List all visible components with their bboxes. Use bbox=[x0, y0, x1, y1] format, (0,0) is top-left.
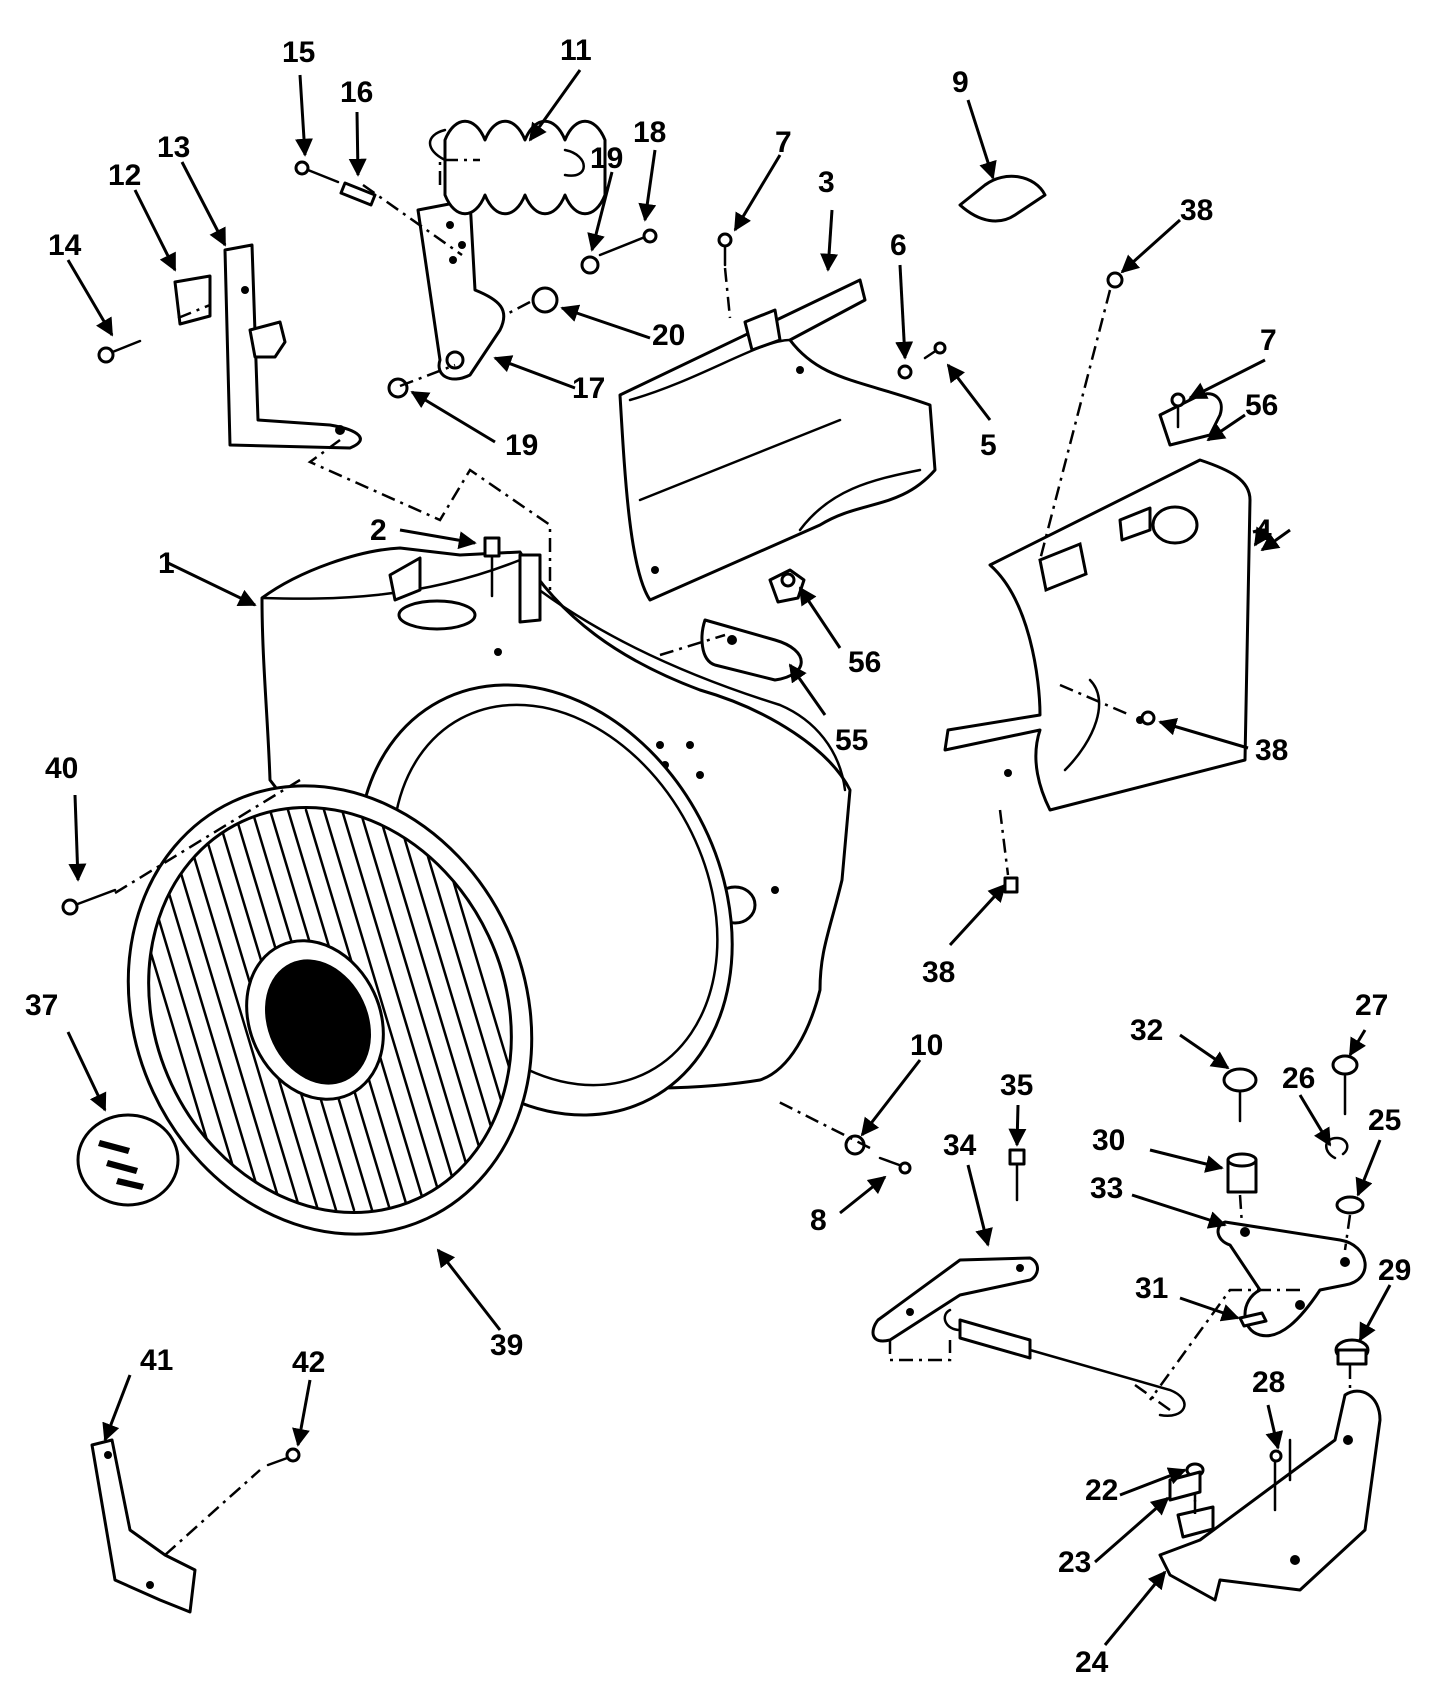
callout-38-top: 38 bbox=[1180, 194, 1213, 227]
grille-bar bbox=[340, 808, 464, 1212]
callout-1: 1 bbox=[158, 547, 175, 580]
callout-16: 16 bbox=[340, 76, 373, 109]
callout-33: 33 bbox=[1090, 1172, 1123, 1205]
callout-13: 13 bbox=[157, 131, 190, 164]
grille-bar bbox=[358, 808, 482, 1212]
callout-labels: 1 2 3 4 5 6 7 7 bbox=[25, 34, 1411, 1679]
grille-bar bbox=[322, 808, 446, 1212]
callout-27: 27 bbox=[1355, 989, 1388, 1022]
callout-17: 17 bbox=[572, 372, 605, 405]
grille-bar bbox=[178, 808, 302, 1212]
callout-19-top: 19 bbox=[590, 142, 623, 175]
fan-grille-part-39 bbox=[106, 784, 554, 1236]
callout-26: 26 bbox=[1282, 1062, 1315, 1095]
callout-7-right: 7 bbox=[1260, 324, 1277, 357]
callout-2: 2 bbox=[370, 514, 387, 547]
callout-8: 8 bbox=[810, 1204, 827, 1237]
callout-37: 37 bbox=[25, 989, 58, 1022]
callout-41: 41 bbox=[140, 1344, 173, 1377]
callout-20: 20 bbox=[652, 319, 685, 352]
callout-14: 14 bbox=[48, 229, 82, 262]
callout-12: 12 bbox=[108, 159, 141, 192]
callout-40: 40 bbox=[45, 752, 78, 785]
callout-9: 9 bbox=[952, 66, 969, 99]
callout-11: 11 bbox=[560, 34, 592, 67]
callout-15: 15 bbox=[282, 36, 315, 69]
callout-18: 18 bbox=[633, 116, 666, 149]
callout-6: 6 bbox=[890, 229, 907, 262]
assembly-lines bbox=[114, 158, 1352, 1556]
callout-34: 34 bbox=[943, 1129, 977, 1162]
bracket-part-13 bbox=[173, 243, 362, 450]
callout-56-mid: 56 bbox=[848, 646, 881, 679]
lever-part-33 bbox=[1216, 1220, 1367, 1338]
callout-35: 35 bbox=[1000, 1069, 1033, 1102]
callout-38-bottom: 38 bbox=[922, 956, 955, 989]
spring-part-11 bbox=[428, 119, 607, 216]
bracket-part-34 bbox=[871, 1256, 1039, 1343]
decal-part-37 bbox=[76, 1113, 180, 1207]
callout-5: 5 bbox=[980, 429, 997, 462]
callout-28: 28 bbox=[1252, 1366, 1285, 1399]
callout-42: 42 bbox=[292, 1346, 325, 1379]
lever-plate-part-17 bbox=[416, 198, 506, 381]
grille-bar bbox=[376, 808, 500, 1212]
bracket-part-41 bbox=[90, 1438, 197, 1614]
callout-3: 3 bbox=[818, 166, 835, 199]
callout-19-bottom: 19 bbox=[505, 429, 538, 462]
callout-38-mid: 38 bbox=[1255, 734, 1288, 767]
extension-spring bbox=[943, 1308, 1186, 1418]
callout-31: 31 bbox=[1135, 1272, 1168, 1305]
hardware bbox=[61, 160, 1370, 1512]
callout-55: 55 bbox=[835, 724, 868, 757]
callout-56-right: 56 bbox=[1245, 389, 1278, 422]
callout-24: 24 bbox=[1075, 1646, 1109, 1679]
callout-39: 39 bbox=[490, 1329, 523, 1362]
callout-30: 30 bbox=[1092, 1124, 1125, 1157]
callout-29: 29 bbox=[1378, 1254, 1411, 1287]
callout-10: 10 bbox=[910, 1029, 943, 1062]
side-shroud-part-3 bbox=[618, 278, 937, 602]
callout-23: 23 bbox=[1058, 1546, 1091, 1579]
grille-bar bbox=[160, 808, 284, 1212]
callout-4: 4 bbox=[1255, 514, 1272, 547]
callout-7-top: 7 bbox=[775, 126, 792, 159]
callout-22: 22 bbox=[1085, 1474, 1118, 1507]
callout-32: 32 bbox=[1130, 1014, 1163, 1047]
callout-25: 25 bbox=[1368, 1104, 1401, 1137]
bracket-part-24 bbox=[1158, 1389, 1382, 1602]
